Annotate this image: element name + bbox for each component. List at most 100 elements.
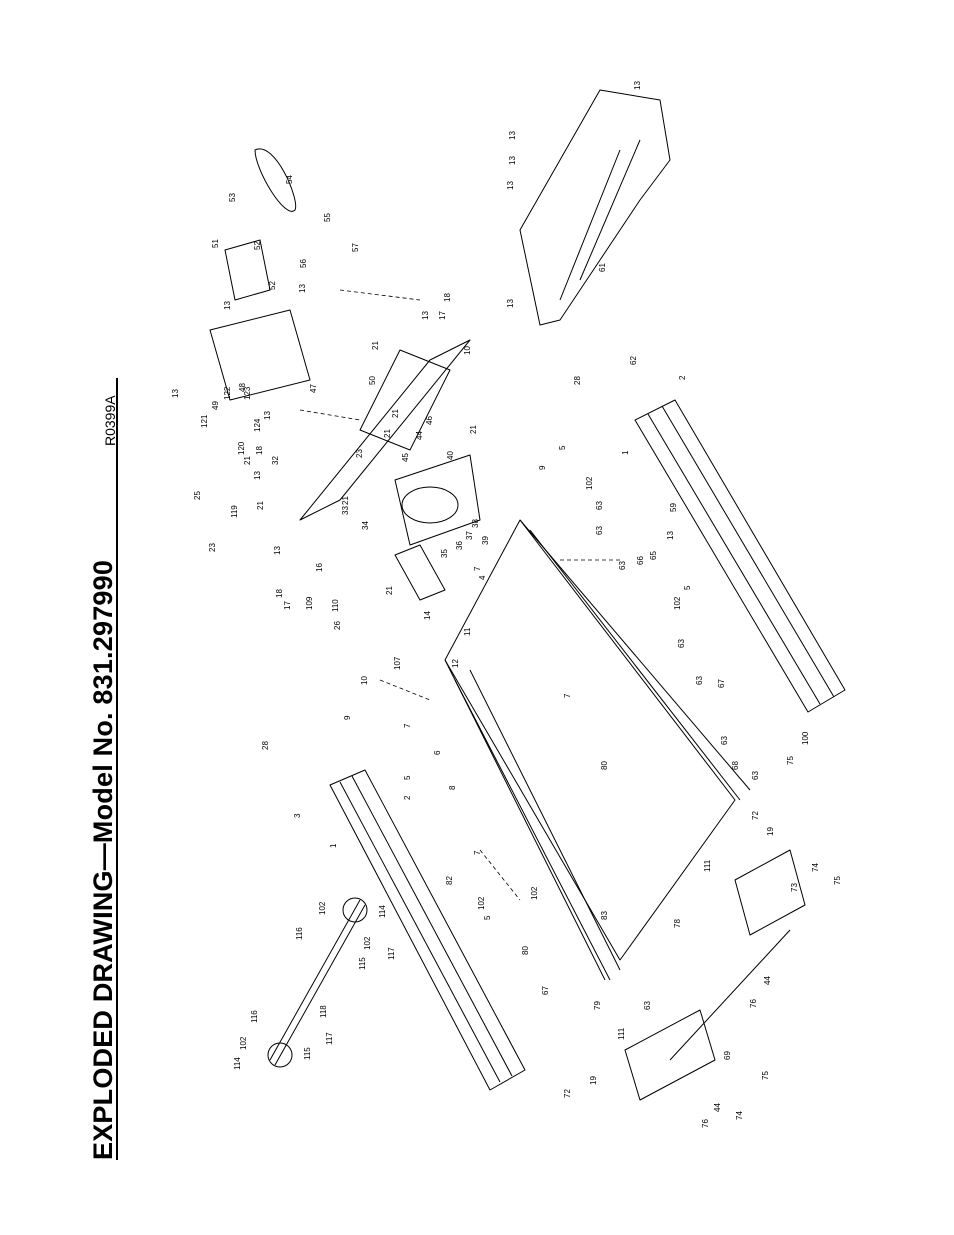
callout-13: 13 <box>633 81 642 90</box>
callout-6: 6 <box>433 750 442 755</box>
motor-hood <box>519 89 671 326</box>
callout-13: 13 <box>506 181 515 190</box>
callout-13: 13 <box>421 311 430 320</box>
callout-2: 2 <box>403 795 412 800</box>
callout-73: 73 <box>790 883 799 892</box>
callout-38: 38 <box>471 519 480 528</box>
callout-18: 18 <box>255 446 264 455</box>
callout-10: 10 <box>360 676 369 685</box>
callout-61: 61 <box>598 263 607 272</box>
callout-54: 54 <box>285 175 294 184</box>
callout-75: 75 <box>833 876 842 885</box>
callout-26: 26 <box>333 621 342 630</box>
callout-14: 14 <box>423 611 432 620</box>
callout-56: 56 <box>299 259 308 268</box>
callout-55: 55 <box>323 213 332 222</box>
callout-63: 63 <box>595 526 604 535</box>
callout-9: 9 <box>538 465 547 470</box>
callout-5: 5 <box>483 915 492 920</box>
callout-76: 76 <box>749 999 758 1008</box>
callout-114: 114 <box>233 1057 242 1070</box>
callout-102: 102 <box>318 901 327 915</box>
callout-2: 2 <box>678 375 687 380</box>
callout-21: 21 <box>385 586 394 595</box>
callout-13: 13 <box>506 299 515 308</box>
callout-47: 47 <box>309 384 318 393</box>
callout-57: 57 <box>351 243 360 252</box>
callout-7: 7 <box>563 693 572 698</box>
callout-67: 67 <box>541 986 550 995</box>
callout-63: 63 <box>720 736 729 745</box>
callout-46: 46 <box>425 416 434 425</box>
walking-deck <box>454 669 621 981</box>
callout-75: 75 <box>786 756 795 765</box>
callout-67: 67 <box>717 679 726 688</box>
callout-115: 115 <box>358 957 367 970</box>
assembly-leaders <box>299 289 620 901</box>
callout-116: 116 <box>295 927 304 940</box>
power-cord <box>254 148 297 212</box>
callout-119: 119 <box>230 505 239 518</box>
callout-63: 63 <box>677 639 686 648</box>
callout-79: 79 <box>593 1001 602 1010</box>
callout-18: 18 <box>275 589 284 598</box>
callout-74: 74 <box>811 863 820 872</box>
callout-39: 39 <box>481 536 490 545</box>
callout-121: 121 <box>200 414 209 428</box>
callout-68: 68 <box>731 761 740 770</box>
motor-plate <box>394 454 481 601</box>
callout-19: 19 <box>589 1076 598 1085</box>
callout-7: 7 <box>473 566 482 571</box>
callout-3: 3 <box>293 813 302 818</box>
callout-120: 120 <box>237 441 246 455</box>
callout-28: 28 <box>261 741 270 750</box>
callout-102: 102 <box>363 936 372 950</box>
callout-5: 5 <box>558 445 567 450</box>
callout-12: 12 <box>451 659 460 668</box>
title-underline <box>116 378 118 1160</box>
callout-82: 82 <box>445 876 454 885</box>
control-plate <box>209 239 311 401</box>
callout-102: 102 <box>239 1036 248 1050</box>
callout-13: 13 <box>263 411 272 420</box>
callout-32: 32 <box>271 456 280 465</box>
callout-110: 110 <box>331 599 340 612</box>
callout-44: 44 <box>415 431 424 440</box>
callout-36: 36 <box>455 541 464 550</box>
callout-45: 45 <box>401 453 410 462</box>
callout-63: 63 <box>595 501 604 510</box>
upright-assembly <box>299 339 471 521</box>
callout-52: 52 <box>253 241 262 250</box>
callout-21: 21 <box>341 496 350 505</box>
callout-17: 17 <box>438 311 447 320</box>
callout-21: 21 <box>371 341 380 350</box>
rear-feet <box>624 849 806 1101</box>
callout-13: 13 <box>508 131 517 140</box>
callout-9: 9 <box>343 715 352 720</box>
callout-13: 13 <box>298 284 307 293</box>
callout-102: 102 <box>585 476 594 490</box>
callout-34: 34 <box>361 521 370 530</box>
callout-23: 23 <box>355 449 364 458</box>
callout-66: 66 <box>636 556 645 565</box>
callout-59: 59 <box>669 503 678 512</box>
callout-100: 100 <box>801 731 810 745</box>
callout-44: 44 <box>713 1103 722 1112</box>
callout-21: 21 <box>391 409 400 418</box>
callout-21: 21 <box>383 429 392 438</box>
callout-13: 13 <box>508 156 517 165</box>
callout-109: 109 <box>305 596 314 610</box>
callout-80: 80 <box>600 761 609 770</box>
callout-118: 118 <box>319 1005 328 1018</box>
callout-117: 117 <box>387 947 396 960</box>
callout-17: 17 <box>283 601 292 610</box>
callout-83: 83 <box>600 911 609 920</box>
callout-7: 7 <box>473 850 482 855</box>
callout-13: 13 <box>253 471 262 480</box>
callout-69: 69 <box>723 1051 732 1060</box>
callout-21: 21 <box>256 501 265 510</box>
callout-124: 124 <box>253 418 262 432</box>
callout-28: 28 <box>573 376 582 385</box>
callout-1: 1 <box>329 843 338 848</box>
callout-35: 35 <box>440 549 449 558</box>
